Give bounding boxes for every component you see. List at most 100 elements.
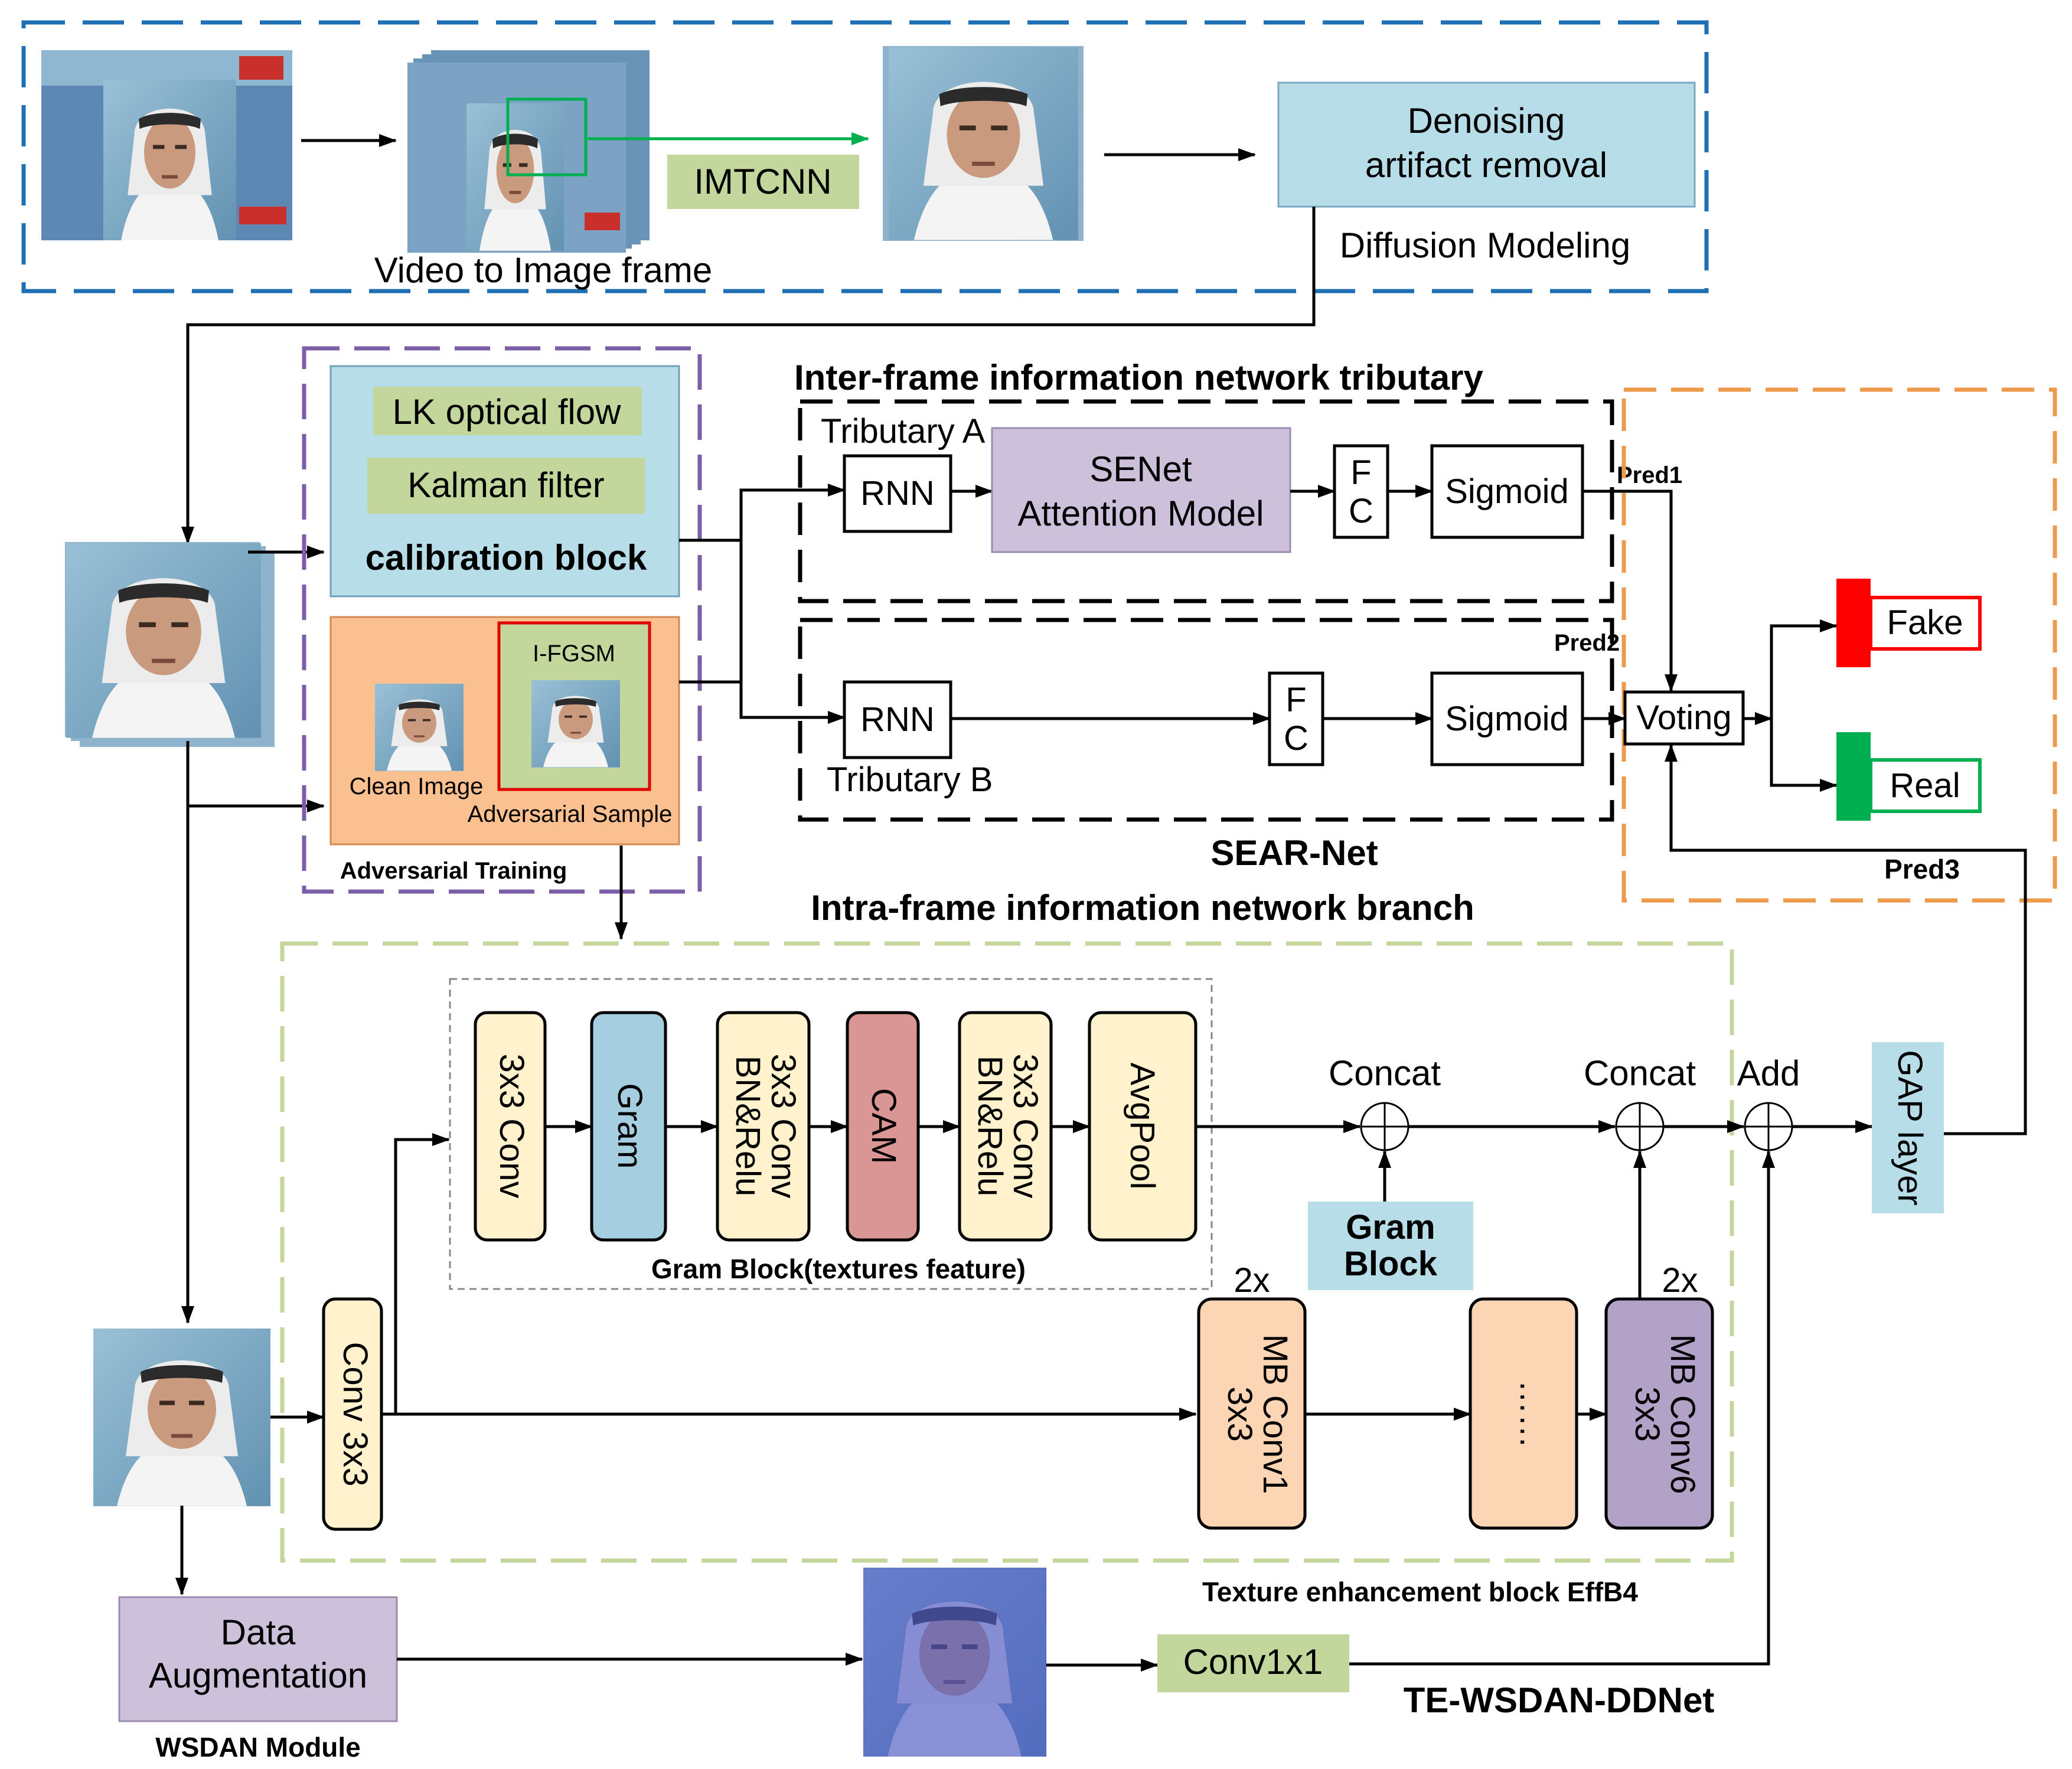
concat2-node [1615, 1102, 1665, 1151]
lk-box [373, 387, 642, 435]
connector-diffusion-to-face [181, 207, 1316, 544]
adversarial-training-title: Adversarial Training [340, 858, 567, 884]
adversarial-face [531, 680, 620, 768]
avgpool-label: AvgPool [1123, 1063, 1161, 1190]
ifgsm-label: I-FGSM [533, 641, 615, 667]
conv1x1-box [1157, 1634, 1349, 1692]
sear-net-label: SEAR-Net [1210, 833, 1378, 873]
conv1x1-label: Conv1x1 [1183, 1642, 1323, 1682]
fc-a-c: C [1349, 492, 1373, 530]
wsdan-module-label: WSDAN Module [155, 1732, 361, 1763]
clean-face [375, 684, 464, 771]
fc-a-f: F [1350, 453, 1371, 492]
add-node [1744, 1102, 1793, 1151]
te-wsdan-ddnet-label: TE-WSDAN-DDNet [1404, 1680, 1715, 1720]
voting-region [1621, 387, 2057, 903]
fc-b-f: F [1285, 681, 1306, 719]
video-to-frame-label: Video to Image frame [374, 250, 713, 290]
source-video-frame [41, 50, 292, 240]
gram-block-chain: 3x3 Conv Gram 3x3 Conv BN&Relu CAM 3x3 C… [474, 1011, 1197, 1242]
tributary-a-region [798, 399, 1614, 603]
kalman-box [367, 458, 645, 514]
fake-bar [1836, 579, 1871, 667]
kalman-label: Kalman filter [407, 465, 604, 505]
real-box [1869, 758, 1982, 813]
purple-region [302, 346, 702, 894]
arrow-conv-to-gram [394, 1133, 450, 1414]
sigmoid-a-label: Sigmoid [1445, 472, 1569, 511]
rnn-b-box [843, 680, 952, 759]
pred1-label: Pred1 [1617, 462, 1682, 488]
senet-line1: SENet [1089, 449, 1192, 489]
lower-face [93, 1329, 270, 1506]
gap-box [1872, 1042, 1944, 1213]
imtcnn-box [667, 155, 859, 209]
mbconv1-line2: 3x3 [1221, 1386, 1259, 1442]
arrow-to-real [1770, 719, 1838, 792]
arrow-to-rnn-b [679, 680, 846, 724]
sigmoid-b-label: Sigmoid [1445, 700, 1569, 738]
tributary-b-label: Tributary B [827, 761, 993, 799]
gram-label: Gram [611, 1083, 649, 1169]
mb6-mult: 2x [1662, 1261, 1698, 1300]
gram-block-region [449, 978, 1213, 1290]
gram-block-title: Gram Block(textures feature) [651, 1254, 1026, 1284]
denoising-line2: artifact removal [1365, 145, 1607, 185]
data-augmentation-line1: Data [221, 1613, 296, 1652]
gram-conv2-line1: 3x3 Conv [764, 1053, 802, 1198]
effb4-title: Texture enhancement block EffB4 [1202, 1577, 1638, 1607]
intra-frame-title: Intra-frame information network branch [811, 888, 1474, 928]
mbconv6-line2: 3x3 [1628, 1386, 1666, 1442]
denoising-box [1277, 81, 1696, 208]
fake-box [1869, 596, 1982, 651]
mb1-mult: 2x [1234, 1261, 1270, 1300]
fc-b-c: C [1284, 719, 1309, 758]
senet-line2: Attention Model [1018, 494, 1264, 533]
data-augmentation-line2: Augmentation [149, 1656, 367, 1695]
clean-image-label: Clean Image [350, 773, 484, 799]
gram-block-small-box [1308, 1202, 1473, 1290]
conv3x3-label: Conv 3x3 [336, 1342, 374, 1486]
voting-box [1623, 690, 1745, 746]
add-label: Add [1737, 1053, 1800, 1093]
voting-label: Voting [1636, 699, 1731, 737]
mbconv6-line1: MB Conv6 [1663, 1334, 1702, 1494]
cropped-face [883, 46, 1084, 241]
arrow-to-rnn-a [679, 484, 846, 542]
adversarial-sample-label: Adversarial Sample [468, 801, 673, 827]
preprocess-region [21, 20, 1709, 293]
real-label: Real [1890, 766, 1960, 805]
mbconv1-line1: MB Conv1 [1256, 1334, 1294, 1494]
input-face-stack [65, 542, 275, 747]
rnn-a-box [843, 454, 952, 533]
stacked-frames [407, 50, 650, 253]
cam-label: CAM [864, 1088, 903, 1164]
gram-conv1-label: 3x3 Conv [492, 1053, 531, 1198]
fake-label: Fake [1887, 603, 1963, 642]
arrow-to-fake [1770, 619, 1838, 719]
dots-label: …… [1513, 1380, 1551, 1448]
pred2-label: Pred2 [1554, 630, 1620, 656]
rnn-b-label: RNN [860, 700, 935, 739]
calibration-title: calibration block [366, 538, 647, 577]
tributary-a-label: Tributary A [821, 412, 986, 451]
gram-conv2-line2: BN&Relu [729, 1056, 767, 1197]
gram-block-small-line1: Gram [1346, 1208, 1435, 1246]
pred3-label: Pred3 [1884, 854, 1960, 884]
arrow-pred3-voting [1665, 744, 2027, 1135]
real-bar [1836, 732, 1871, 821]
gram-conv3-line2: BN&Relu [971, 1056, 1009, 1197]
augmented-face [863, 1568, 1046, 1757]
senet-box [991, 427, 1291, 553]
diffusion-modeling-label: Diffusion Modeling [1340, 226, 1631, 265]
data-augmentation-box [118, 1596, 398, 1722]
gram-conv3-line1: 3x3 Conv [1006, 1053, 1045, 1198]
gram-block-small-line2: Block [1344, 1245, 1438, 1283]
arrow-conv1x1-add [1349, 1150, 1775, 1666]
inter-frame-title: Inter-frame information network tributar… [794, 358, 1483, 397]
gap-label: GAP layer [1891, 1050, 1929, 1205]
mbconv6-box [1604, 1297, 1714, 1530]
arrow-pred1-voting [1582, 489, 1678, 692]
concat1-label: Concat [1329, 1053, 1441, 1093]
